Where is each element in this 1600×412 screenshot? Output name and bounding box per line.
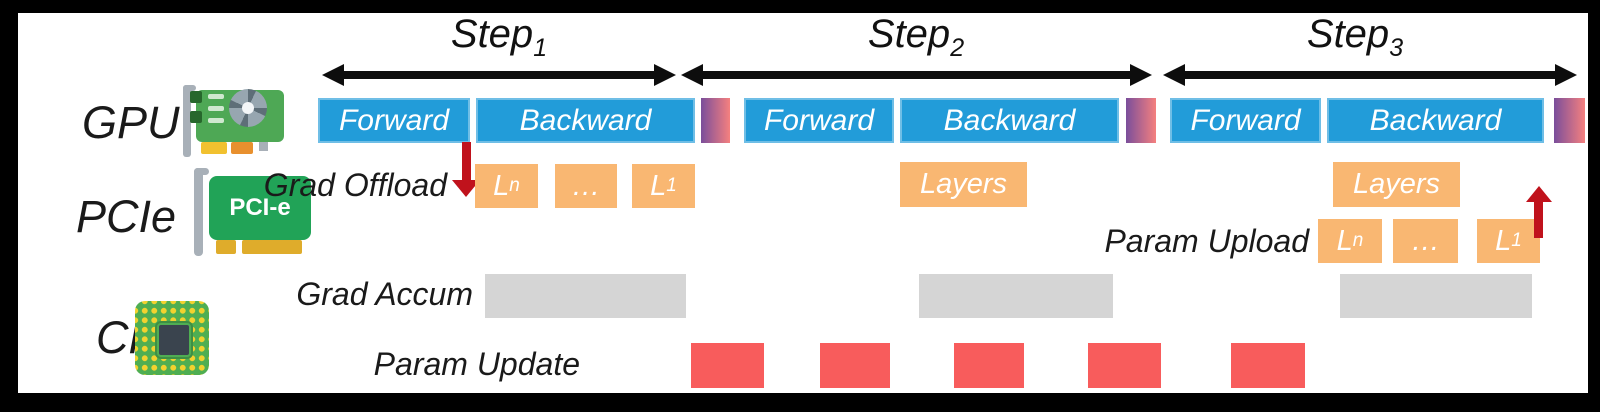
step2-grad-accum-bar [919,274,1113,318]
param-update-bar-5 [1231,343,1305,388]
cpu-chip-icon [135,301,209,375]
param-upload-arrowhead-icon [1526,186,1552,202]
param-upload-arrow-icon [1534,200,1543,238]
step3-layers-box: Layers [1333,162,1460,207]
step1-forward-bar: Forward [318,98,470,143]
param-update-bar-1 [691,343,764,388]
grad-offload-arrow-icon [462,142,471,182]
step2-subscript: 2 [950,34,965,62]
step2-forward-bar: Forward [744,98,894,143]
step1-span-arrow [322,64,676,86]
step2-span-arrow [681,64,1152,86]
step2-optimizer-sliver-bar [1126,98,1156,143]
grad-offload-label: Grad Offload [263,167,447,203]
param-update-label: Param Update [373,346,580,382]
param-update-bar-3 [954,343,1024,388]
step1-label: Step1 [450,12,548,62]
param-update-bar-2 [820,343,890,388]
grad-accum-label: Grad Accum [296,276,473,312]
step2-layers-box: Layers [900,162,1027,207]
upload-ellipsis-box: … [1393,219,1458,263]
pcie-card-icon: PCI-e [194,166,316,262]
step3-subscript: 3 [1389,34,1404,62]
gpu-card-icon [183,82,285,160]
step3-forward-bar: Forward [1170,98,1321,143]
step1-optimizer-sliver-bar [701,98,730,143]
gpu-fan-icon [229,89,267,127]
step3-grad-accum-bar [1340,274,1532,318]
param-update-bar-4 [1088,343,1161,388]
step1-subscript: 1 [533,34,548,62]
step1-grad-accum-bar [485,274,686,318]
grad-offload-arrowhead-icon [452,180,480,197]
step2-label: Step2 [867,12,965,62]
offload-ellipsis-box: … [555,164,617,208]
pcie-row-label: PCIe [76,191,177,242]
step1-backward-bar: Backward [476,98,695,143]
gpu-row-label: GPU [82,97,180,148]
pcie-icon-label: PCI-e [209,176,311,240]
step3-backward-bar: Backward [1327,98,1544,143]
step3-label: Step3 [1306,12,1404,62]
step2-backward-bar: Backward [900,98,1119,143]
step3-optimizer-sliver-bar [1554,98,1585,143]
param-upload-label: Param Upload [1104,223,1309,259]
step3-span-arrow [1163,64,1577,86]
